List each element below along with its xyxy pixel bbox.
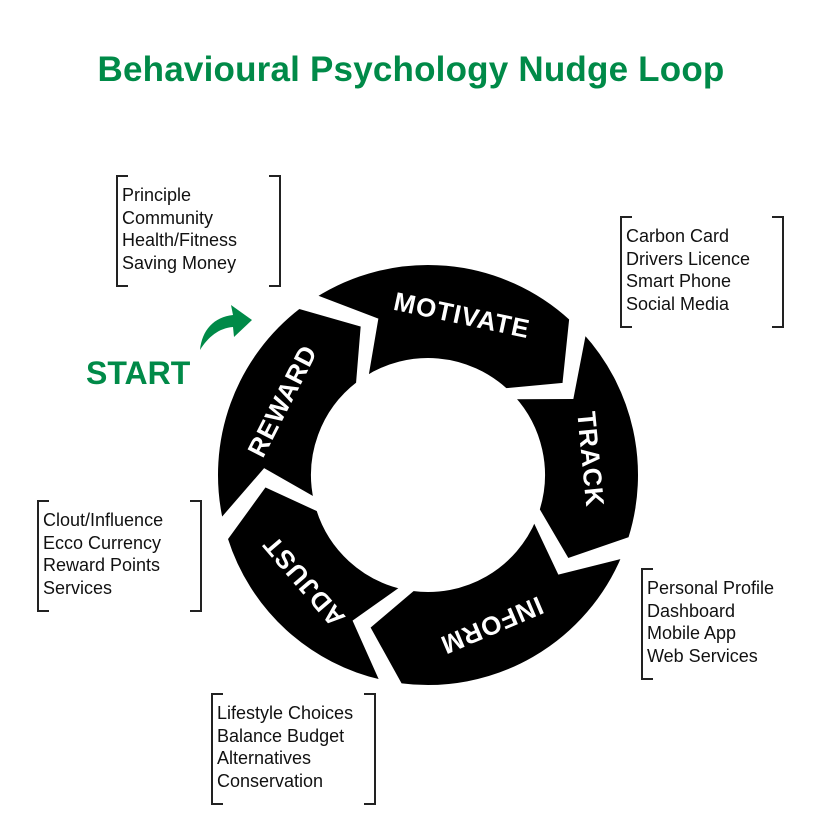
list-item: Services — [43, 577, 113, 598]
motivate-items-box: Principle Community Health/Fitness Savin… — [116, 175, 281, 287]
list-item: Dashboard — [647, 600, 736, 621]
loop-segment-reward — [214, 304, 365, 526]
bracket-left — [37, 500, 49, 612]
loop-segments — [214, 261, 642, 689]
list-item: Drivers Licence — [626, 248, 751, 269]
list-item: Reward Points — [43, 555, 161, 576]
loop-segment-motivate — [309, 261, 574, 393]
adjust-items-list: Lifestyle Choices Balance Budget Alterna… — [217, 702, 353, 792]
list-item: Smart Phone — [626, 271, 732, 292]
bracket-right — [364, 693, 376, 805]
bracket-left — [116, 175, 128, 287]
loop-segment-inform — [365, 514, 628, 689]
bracket-right — [269, 175, 281, 287]
motivate-items-list: Principle Community Health/Fitness Savin… — [122, 184, 237, 274]
bracket-right — [190, 500, 202, 612]
list-item: Saving Money — [122, 252, 237, 273]
list-item: Clout/Influence — [43, 510, 164, 530]
track-items-box: Carbon Card Drivers Licence Smart Phone … — [620, 216, 784, 328]
bracket-left — [620, 216, 632, 328]
list-item: Lifestyle Choices — [217, 703, 354, 723]
list-item: Ecco Currency — [43, 532, 162, 553]
adjust-items-box: Lifestyle Choices Balance Budget Alterna… — [211, 693, 376, 805]
list-item: Principle — [122, 185, 192, 205]
bracket-left — [641, 568, 653, 680]
diagram-title: Behavioural Psychology Nudge Loop — [97, 50, 725, 89]
list-item: Carbon Card — [626, 226, 730, 246]
list-item: Community — [122, 207, 214, 228]
inform-items-list: Personal Profile Dashboard Mobile App We… — [647, 577, 774, 667]
list-item: Balance Budget — [217, 725, 345, 746]
loop-center — [314, 361, 542, 589]
loop-segment-track — [508, 327, 642, 563]
reward-items-list: Clout/Influence Ecco Currency Reward Poi… — [43, 509, 163, 599]
list-item: Personal Profile — [647, 578, 775, 598]
start-label: START — [86, 355, 191, 391]
list-item: Health/Fitness — [122, 230, 238, 251]
list-item: Conservation — [217, 770, 324, 791]
list-item: Mobile App — [647, 623, 737, 644]
list-item: Web Services — [647, 645, 758, 666]
bracket-right — [772, 216, 784, 328]
loop-segment-adjust — [223, 482, 408, 685]
list-item: Social Media — [626, 293, 730, 314]
track-items-list: Carbon Card Drivers Licence Smart Phone … — [626, 225, 750, 315]
reward-items-box: Clout/Influence Ecco Currency Reward Poi… — [37, 500, 202, 612]
curved-arrow-right-icon — [200, 305, 252, 350]
list-item: Alternatives — [217, 748, 312, 769]
bracket-left — [211, 693, 223, 805]
inform-items-box: Personal Profile Dashboard Mobile App We… — [641, 568, 822, 680]
